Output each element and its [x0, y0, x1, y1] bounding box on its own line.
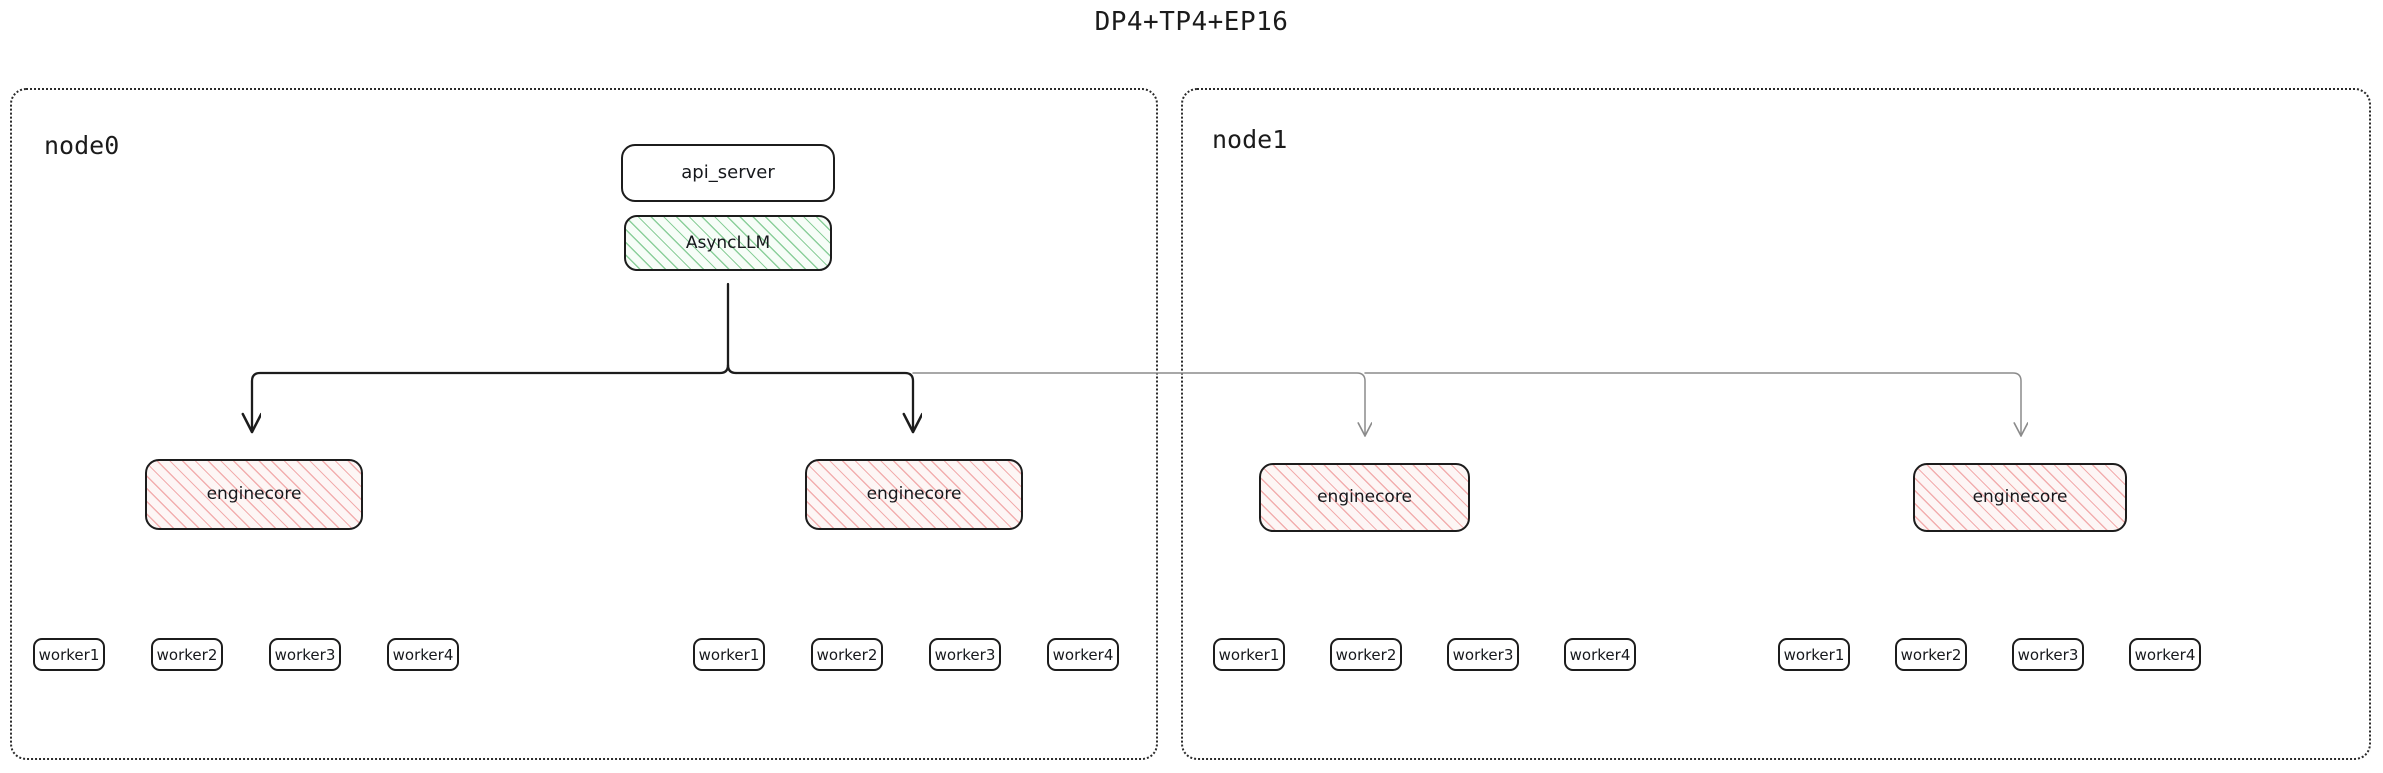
worker-node0-e1-1[interactable]: worker1 — [693, 638, 765, 671]
worker-label: worker2 — [156, 645, 218, 664]
worker-label: worker2 — [1900, 645, 1962, 664]
worker-node0-e0-1[interactable]: worker1 — [33, 638, 105, 671]
worker-label: worker4 — [2134, 645, 2196, 664]
worker-node0-e1-4[interactable]: worker4 — [1047, 638, 1119, 671]
worker-label: worker2 — [1335, 645, 1397, 664]
worker-node1-e1-1[interactable]: worker1 — [1778, 638, 1850, 671]
worker-node1-e0-4[interactable]: worker4 — [1564, 638, 1636, 671]
enginecore-label: enginecore — [866, 484, 962, 504]
worker-node1-e1-3[interactable]: worker3 — [2012, 638, 2084, 671]
enginecore-node0-1[interactable]: enginecore — [145, 459, 363, 530]
worker-node1-e0-1[interactable]: worker1 — [1213, 638, 1285, 671]
worker-node1-e1-4[interactable]: worker4 — [2129, 638, 2201, 671]
worker-node0-e0-4[interactable]: worker4 — [387, 638, 459, 671]
node-label-node0: node0 — [44, 131, 120, 160]
worker-label: worker1 — [1218, 645, 1280, 664]
node-label-node1: node1 — [1212, 125, 1288, 154]
enginecore-node0-2[interactable]: enginecore — [805, 459, 1023, 530]
page-title: DP4+TP4+EP16 — [1094, 7, 1289, 37]
api-server-label: api_server — [681, 162, 775, 183]
enginecore-node1-2[interactable]: enginecore — [1913, 463, 2127, 532]
api-server-box[interactable]: api_server — [621, 144, 835, 202]
worker-label: worker4 — [1052, 645, 1114, 664]
worker-node1-e0-3[interactable]: worker3 — [1447, 638, 1519, 671]
worker-label: worker3 — [274, 645, 336, 664]
worker-label: worker1 — [698, 645, 760, 664]
worker-node0-e1-3[interactable]: worker3 — [929, 638, 1001, 671]
worker-label: worker4 — [392, 645, 454, 664]
worker-label: worker3 — [1452, 645, 1514, 664]
async-llm-box[interactable]: AsyncLLM — [624, 215, 832, 271]
worker-label: worker1 — [38, 645, 100, 664]
enginecore-node1-1[interactable]: enginecore — [1259, 463, 1470, 532]
worker-node0-e1-2[interactable]: worker2 — [811, 638, 883, 671]
worker-label: worker2 — [816, 645, 878, 664]
worker-label: worker1 — [1783, 645, 1845, 664]
worker-node1-e0-2[interactable]: worker2 — [1330, 638, 1402, 671]
worker-node1-e1-2[interactable]: worker2 — [1895, 638, 1967, 671]
enginecore-label: enginecore — [1317, 487, 1412, 507]
worker-label: worker3 — [2017, 645, 2079, 664]
worker-node0-e0-2[interactable]: worker2 — [151, 638, 223, 671]
worker-label: worker3 — [934, 645, 996, 664]
async-llm-label: AsyncLLM — [685, 232, 771, 253]
worker-label: worker4 — [1569, 645, 1631, 664]
enginecore-label: enginecore — [206, 484, 302, 504]
worker-node0-e0-3[interactable]: worker3 — [269, 638, 341, 671]
enginecore-label: enginecore — [1972, 487, 2068, 507]
